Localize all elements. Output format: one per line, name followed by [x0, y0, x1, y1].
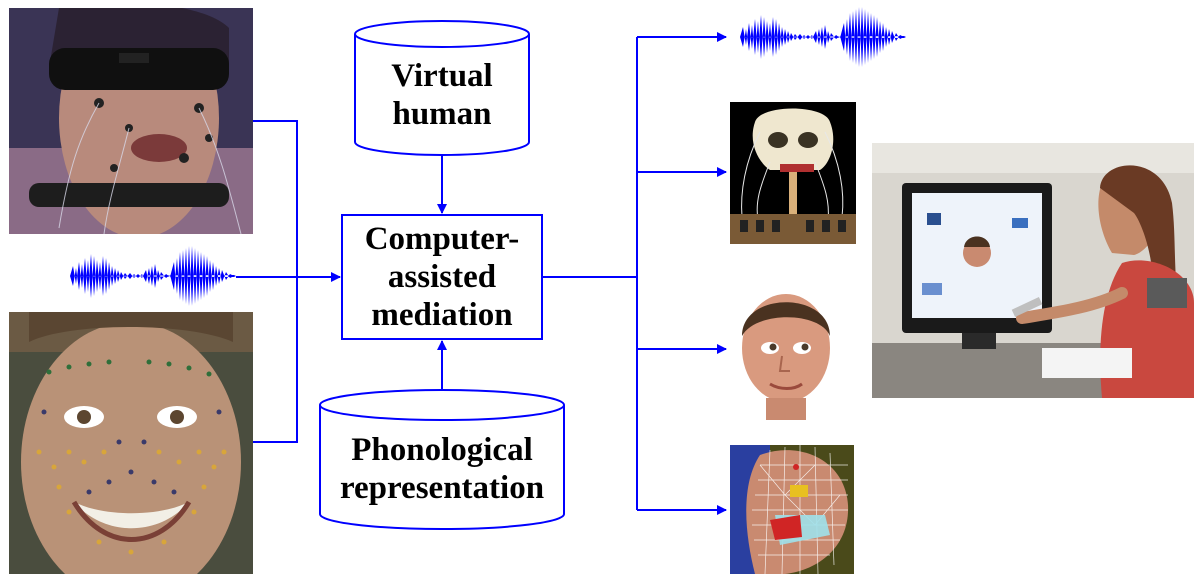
- face-mesh-photo: [730, 445, 854, 574]
- robotic-skull-photo: [730, 102, 856, 244]
- output-connectors: [543, 32, 727, 515]
- audio-waveform-icon: [70, 246, 236, 306]
- phonological-database: [319, 389, 565, 530]
- mediation-process-box: [341, 214, 543, 340]
- motion-capture-face-photo: [9, 8, 253, 234]
- virtual-human-database: [354, 20, 530, 156]
- virtual-head-photo: [730, 286, 842, 420]
- phonological-label: Phonological representation: [339, 432, 545, 506]
- output-audio-waveform-icon: [740, 7, 906, 67]
- virtual-human-label: Virtual human: [391, 58, 493, 132]
- user-at-computer-photo: [872, 143, 1194, 398]
- face-markers-photo: [9, 312, 253, 574]
- mediation-label: Computer- assisted mediation: [364, 221, 520, 333]
- input-connectors: [236, 120, 341, 443]
